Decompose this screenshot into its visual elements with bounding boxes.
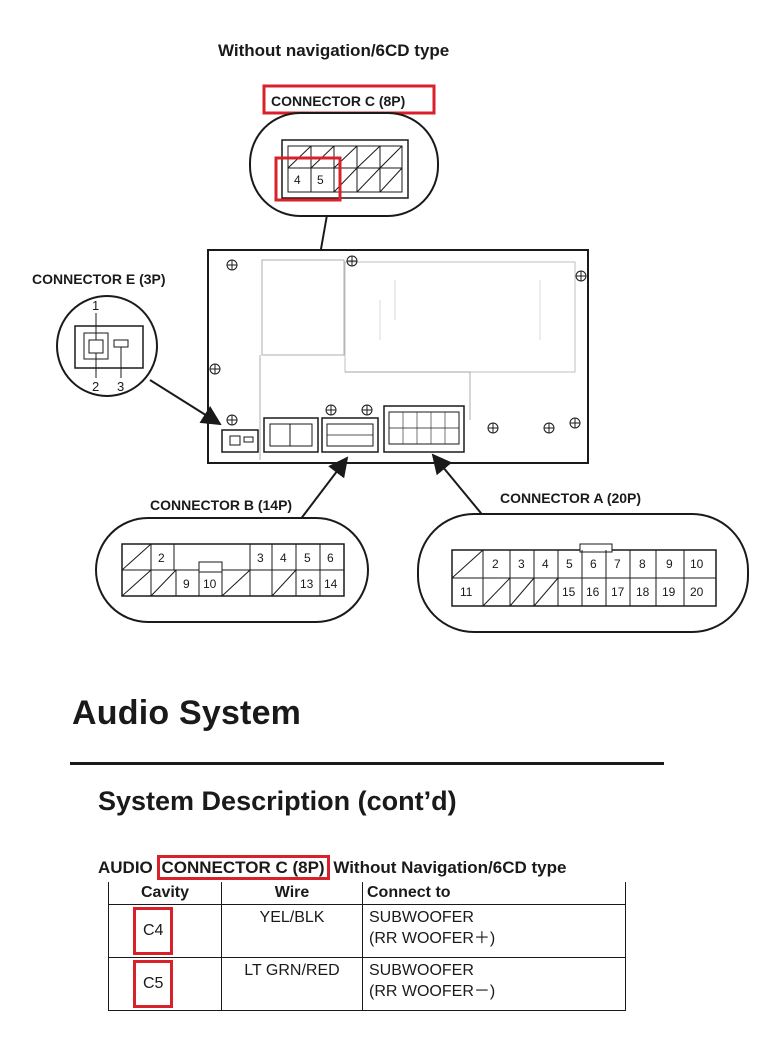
connector-a-pin-7: 7 [614, 557, 621, 571]
connector-b-bubble: 2 3 4 5 6 9 10 13 14 [95, 517, 369, 623]
connector-a-arrow [431, 453, 486, 519]
connector-a-pin-8: 8 [639, 557, 646, 571]
connect-to-line2: (RR WOOFER＋) [369, 930, 496, 947]
connector-e-pin-2: 2 [92, 379, 99, 394]
section-title: System Description (cont’d) [98, 786, 457, 816]
connector-b-pin-10: 10 [203, 577, 217, 591]
connector-b-pin-6: 6 [327, 551, 334, 565]
connector-a-bubble: 2 3 4 5 6 7 8 9 10 11 15 16 17 18 19 20 [417, 513, 749, 633]
connector-c-bubble: 4 5 [249, 112, 439, 217]
table-caption-highlight: CONNECTOR C (8P) [156, 855, 330, 880]
wire-cell: LT GRN/RED [221, 957, 363, 1011]
connector-b-label: CONNECTOR B (14P) [150, 497, 292, 513]
connector-c-pin-5: 5 [317, 173, 324, 187]
table-caption-prefix: AUDIO [98, 858, 158, 877]
connect-to-cell: SUBWOOFER (RR WOOFER－) [362, 957, 626, 1011]
connector-a-pin-19: 19 [662, 585, 676, 599]
wire-cell: YEL/BLK [221, 904, 363, 958]
cavity-highlight: C5 [133, 960, 174, 1008]
connector-a-pin-2: 2 [492, 557, 499, 571]
connector-a-pin-17: 17 [611, 585, 625, 599]
connector-b-pin-3: 3 [257, 551, 264, 565]
connector-a-pin-5: 5 [566, 557, 573, 571]
connector-c-pinout-table: Cavity Wire Connect to C4 YEL/BLK SUBWOO… [108, 882, 626, 1011]
table-caption-suffix: Without Navigation/6CD type [328, 858, 567, 877]
table-row: C5 LT GRN/RED SUBWOOFER (RR WOOFER－) [108, 957, 626, 1011]
connector-b-pin-9: 9 [183, 577, 190, 591]
connector-e-label: CONNECTOR E (3P) [32, 271, 166, 287]
connect-to-cell: SUBWOOFER (RR WOOFER＋) [362, 904, 626, 958]
connector-a-label: CONNECTOR A (20P) [500, 490, 641, 506]
connect-to-line1: SUBWOOFER [369, 909, 474, 926]
header-cavity: Cavity [108, 882, 222, 905]
table-header-row: Cavity Wire Connect to [108, 882, 626, 905]
connector-a-pin-18: 18 [636, 585, 650, 599]
connector-b-arrow [299, 456, 349, 521]
connector-a-pin-16: 16 [586, 585, 600, 599]
connect-to-line2: (RR WOOFER－) [369, 983, 496, 1000]
connector-a-pin-10: 10 [690, 557, 704, 571]
header-wire: Wire [221, 882, 363, 905]
title-divider [70, 762, 664, 765]
connector-b-pin-2: 2 [158, 551, 165, 565]
connector-e-pin-1: 1 [92, 298, 99, 313]
connector-a-pin-9: 9 [666, 557, 673, 571]
connector-e-arrow [149, 379, 222, 426]
connector-e-bubble: 1 2 3 [56, 295, 158, 397]
header-connect-to: Connect to [362, 882, 626, 905]
cavity-cell: C4 [108, 904, 222, 958]
table-caption: AUDIO CONNECTOR C (8P) Without Navigatio… [98, 855, 567, 880]
cavity-cell: C5 [108, 957, 222, 1011]
connector-a-pin-6: 6 [590, 557, 597, 571]
connector-diagram: Without navigation/6CD type CONNECTOR C … [32, 41, 749, 633]
connector-a-pin-3: 3 [518, 557, 525, 571]
connector-e-pin-3: 3 [117, 379, 124, 394]
connector-a-pin-4: 4 [542, 557, 549, 571]
connector-b-pin-14: 14 [324, 577, 338, 591]
head-unit [207, 249, 589, 464]
connect-to-line1: SUBWOOFER [369, 962, 474, 979]
connector-c-pin-4: 4 [294, 173, 301, 187]
connector-a-pin-20: 20 [690, 585, 704, 599]
connector-b-pin-13: 13 [300, 577, 314, 591]
table-row: C4 YEL/BLK SUBWOOFER (RR WOOFER＋) [108, 904, 626, 958]
connector-a-pin-11: 11 [460, 585, 473, 599]
diagram-type-title: Without navigation/6CD type [218, 41, 449, 60]
connector-c-pin-highlight [274, 156, 342, 202]
connector-b-pin-5: 5 [304, 551, 311, 565]
connector-a-pin-15: 15 [562, 585, 576, 599]
connector-c-label: CONNECTOR C (8P) [271, 93, 405, 109]
cavity-highlight: C4 [133, 907, 174, 955]
connector-b-pin-4: 4 [280, 551, 287, 565]
page-title: Audio System [72, 694, 302, 732]
